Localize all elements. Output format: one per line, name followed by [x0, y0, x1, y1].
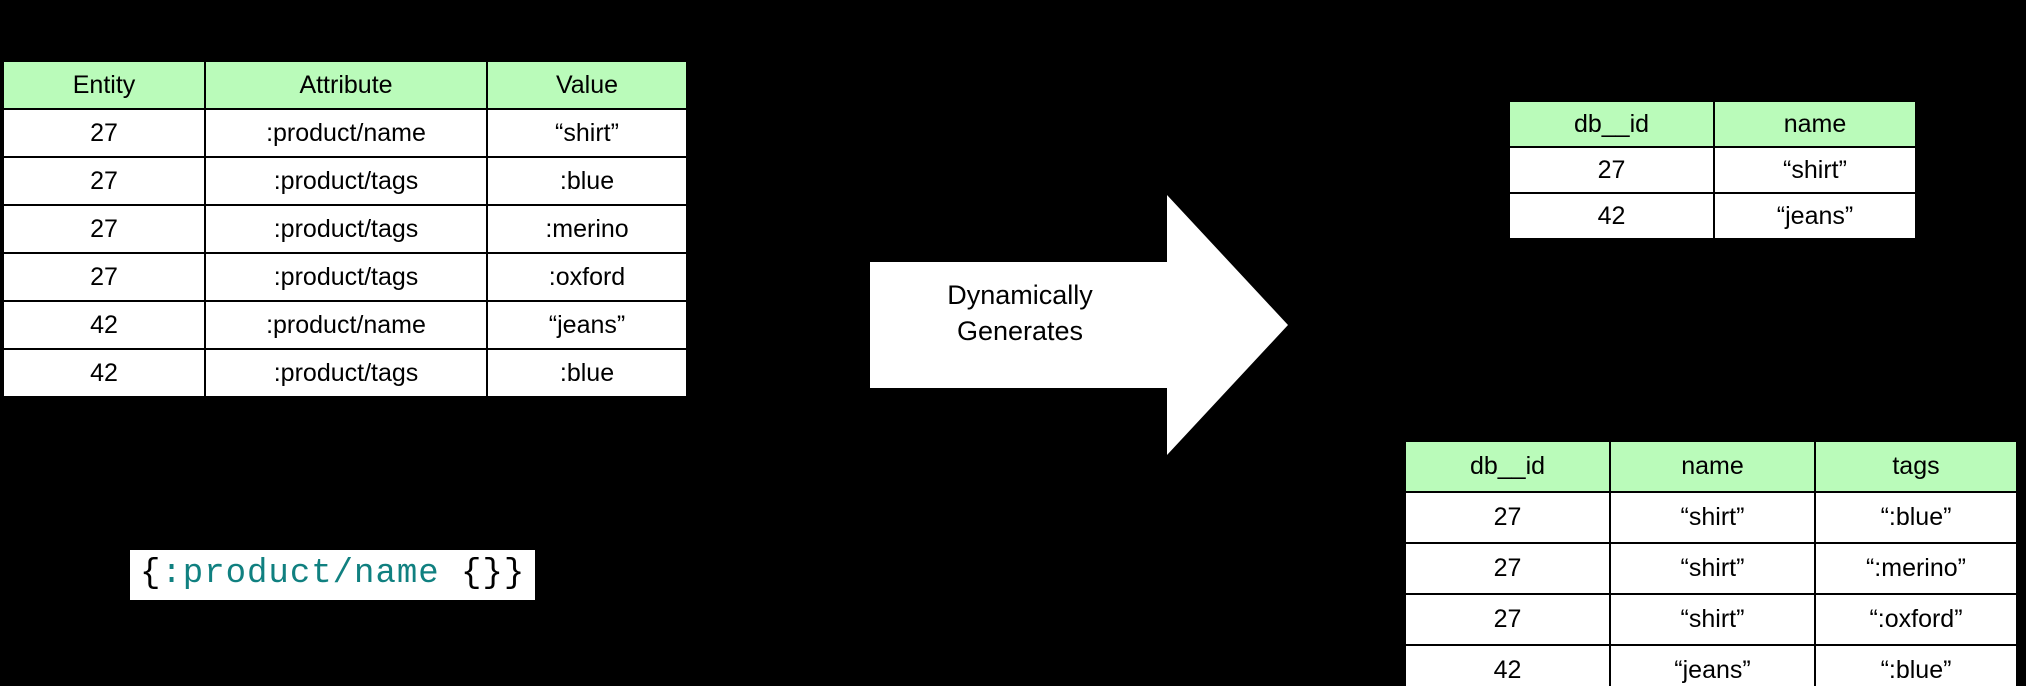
code-open-brace: {	[140, 555, 162, 593]
table-row: 27 “shirt”	[1508, 146, 1917, 194]
tags-cell-db-id: 27	[1404, 491, 1611, 544]
tags-cell-name: “shirt”	[1609, 491, 1816, 544]
eav-cell-attribute: :product/tags	[204, 204, 488, 254]
eav-cell-value: :merino	[486, 204, 688, 254]
table-row: 27 “shirt” “:oxford”	[1404, 593, 2018, 646]
tags-cell-tags: “:merino”	[1814, 542, 2018, 595]
eav-cell-entity: 42	[2, 300, 206, 350]
tags-cell-db-id: 27	[1404, 593, 1611, 646]
tags-header-db-id: db__id	[1404, 440, 1611, 493]
eav-cell-value: :blue	[486, 348, 688, 398]
code-keyword: :product/name	[161, 555, 440, 593]
names-cell-name: “jeans”	[1713, 192, 1917, 240]
eav-cell-attribute: :product/tags	[204, 348, 488, 398]
code-close-braces: {}}	[439, 555, 526, 593]
names-cell-name: “shirt”	[1713, 146, 1917, 194]
tags-cell-tags: “:oxford”	[1814, 593, 2018, 646]
eav-header-attribute: Attribute	[204, 60, 488, 110]
eav-cell-attribute: :product/tags	[204, 156, 488, 206]
eav-cell-value: :blue	[486, 156, 688, 206]
tags-cell-name: “shirt”	[1609, 593, 1816, 646]
eav-table: Entity Attribute Value 27 :product/name …	[2, 60, 688, 398]
names-table-header-row: db__id name	[1508, 100, 1917, 148]
eav-cell-attribute: :product/name	[204, 108, 488, 158]
names-header-db-id: db__id	[1508, 100, 1715, 148]
table-row: 42 :product/tags :blue	[2, 348, 688, 398]
tags-cell-name: “jeans”	[1609, 644, 1816, 686]
eav-header-entity: Entity	[2, 60, 206, 110]
arrow-right-icon	[870, 195, 1288, 455]
tags-cell-db-id: 42	[1404, 644, 1611, 686]
eav-cell-entity: 27	[2, 156, 206, 206]
table-row: 27 :product/tags :oxford	[2, 252, 688, 302]
eav-header-value: Value	[486, 60, 688, 110]
generated-names-table: db__id name 27 “shirt” 42 “jeans”	[1508, 100, 1917, 240]
table-row: 42 “jeans”	[1508, 192, 1917, 240]
eav-cell-entity: 42	[2, 348, 206, 398]
table-row: 27 :product/name “shirt”	[2, 108, 688, 158]
table-row: 27 “shirt” “:merino”	[1404, 542, 2018, 595]
tags-cell-tags: “:blue”	[1814, 491, 2018, 544]
tags-header-tags: tags	[1814, 440, 2018, 493]
eav-cell-attribute: :product/tags	[204, 252, 488, 302]
eav-cell-value: “jeans”	[486, 300, 688, 350]
tags-header-name: name	[1609, 440, 1816, 493]
eav-cell-value: “shirt”	[486, 108, 688, 158]
table-row: 42 “jeans” “:blue”	[1404, 644, 2018, 686]
dynamically-generates-arrow: Dynamically Generates	[860, 185, 1300, 470]
table-row: 27 “shirt” “:blue”	[1404, 491, 2018, 544]
eav-table-header-row: Entity Attribute Value	[2, 60, 688, 110]
table-row: 42 :product/name “jeans”	[2, 300, 688, 350]
names-header-name: name	[1713, 100, 1917, 148]
tags-cell-tags: “:blue”	[1814, 644, 2018, 686]
eav-cell-attribute: :product/name	[204, 300, 488, 350]
tags-table-header-row: db__id name tags	[1404, 440, 2018, 493]
eav-cell-value: :oxford	[486, 252, 688, 302]
table-row: 27 :product/tags :blue	[2, 156, 688, 206]
names-cell-db-id: 27	[1508, 146, 1715, 194]
tags-cell-name: “shirt”	[1609, 542, 1816, 595]
eav-cell-entity: 27	[2, 204, 206, 254]
pull-pattern-code-snippet: {:product/name {}}	[130, 550, 536, 600]
table-row: 27 :product/tags :merino	[2, 204, 688, 254]
eav-cell-entity: 27	[2, 108, 206, 158]
names-cell-db-id: 42	[1508, 192, 1715, 240]
tags-cell-db-id: 27	[1404, 542, 1611, 595]
generated-tags-table: db__id name tags 27 “shirt” “:blue” 27 “…	[1404, 440, 2018, 686]
eav-cell-entity: 27	[2, 252, 206, 302]
